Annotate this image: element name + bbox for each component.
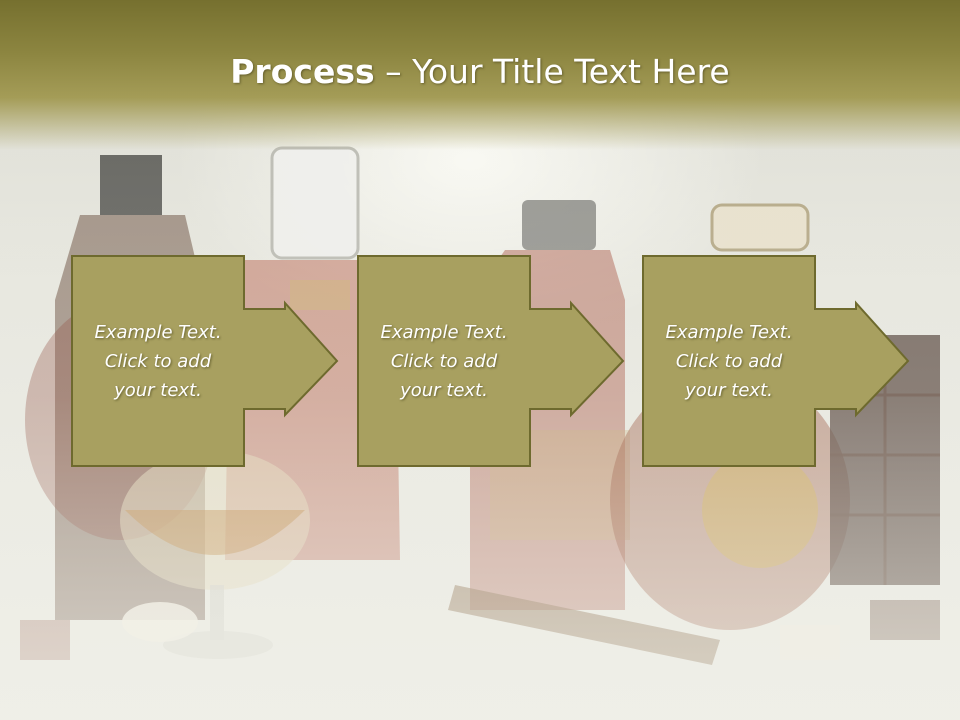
step-2-text: Example Text. Click to add your text. <box>380 321 508 401</box>
step-1-text: Example Text. Click to add your text. <box>94 321 222 401</box>
step-3-text: Example Text. Click to add your text. <box>665 321 793 401</box>
process-step-2[interactable]: Example Text. Click to add your text. <box>357 255 627 467</box>
header-band <box>0 0 960 150</box>
right-arrow-icon <box>642 255 910 467</box>
title-strong: Process <box>230 52 375 91</box>
right-arrow-icon <box>71 255 339 467</box>
process-step-1[interactable]: Example Text. Click to add your text. <box>71 255 341 467</box>
title-rest: – Your Title Text Here <box>374 52 730 91</box>
slide-title[interactable]: Process – Your Title Text Here <box>0 52 960 91</box>
right-arrow-icon <box>357 255 625 467</box>
process-step-3[interactable]: Example Text. Click to add your text. <box>642 255 912 467</box>
